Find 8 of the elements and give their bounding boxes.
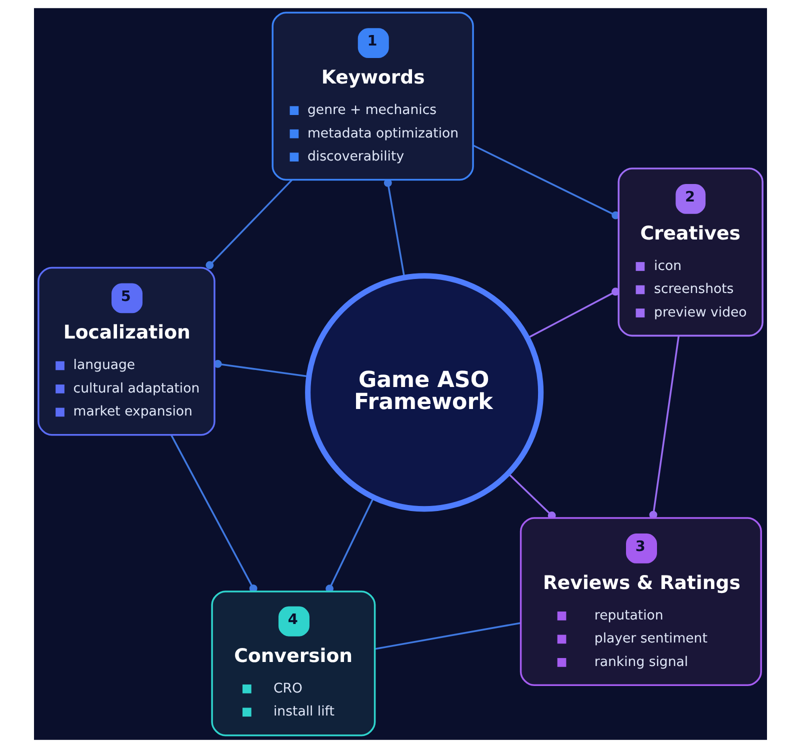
- connector: [205, 179, 292, 270]
- node-box: 1 Keywords genre + mechanics metadata optimization discoverability: [271, 12, 474, 181]
- node-box: 3 Reviews & Ratings reputation player sentiment ranking signal: [519, 517, 762, 686]
- node-circle: Game ASO Framework: [304, 273, 544, 512]
- node-box: 5 Localization language cultural adaptation market expansion: [37, 266, 215, 436]
- connector: [374, 622, 520, 650]
- node-box: 4 Conversion CRO install lift: [210, 590, 376, 736]
- node-box: 2 Creatives icon screenshots preview video: [617, 168, 763, 337]
